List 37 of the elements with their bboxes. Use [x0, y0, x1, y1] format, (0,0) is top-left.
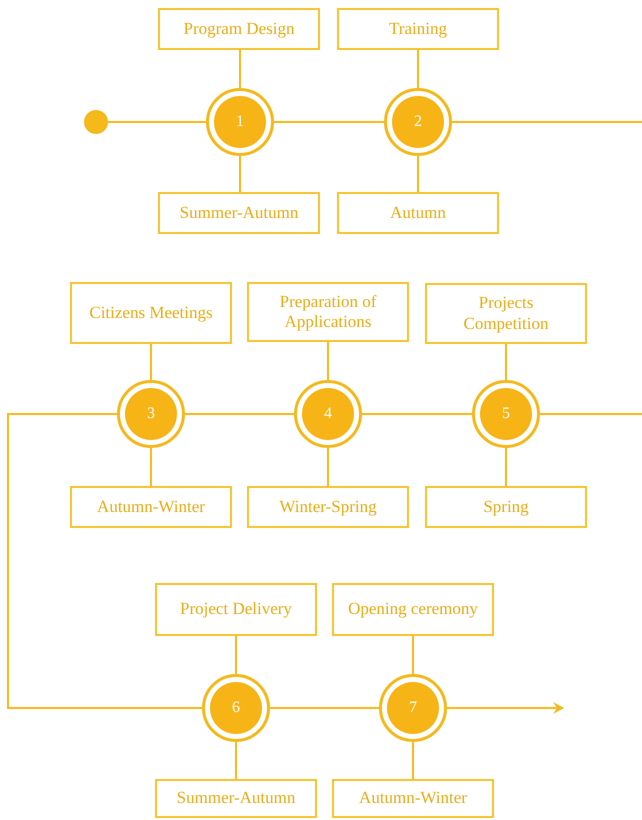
- connector-line: [274, 121, 384, 123]
- connector-line: [150, 344, 152, 380]
- connector-line: [185, 413, 294, 415]
- connector-line: [417, 50, 419, 88]
- connector-line: [108, 121, 206, 123]
- label-box: Opening ceremony: [332, 583, 494, 636]
- label-box: Project Delivery: [155, 583, 317, 636]
- connector-line: [239, 50, 241, 88]
- connector-line: [540, 413, 642, 415]
- connector-line: [412, 636, 414, 674]
- connector-line: [452, 121, 642, 123]
- connector-line: [235, 636, 237, 674]
- arrow: [447, 702, 564, 714]
- label-box: Autumn-Winter: [332, 779, 494, 818]
- connector-line: [505, 448, 507, 486]
- label-box: Winter-Spring: [247, 486, 409, 528]
- connector-line: [270, 707, 379, 709]
- label-box: Autumn: [337, 192, 499, 234]
- connector-line: [327, 448, 329, 486]
- label-box: Preparation of Applications: [247, 282, 409, 342]
- label-box: Training: [337, 8, 499, 50]
- connector-line: [362, 413, 472, 415]
- label-box: Projects Competition: [425, 283, 587, 344]
- connector-line: [239, 156, 241, 192]
- connector-line: [327, 342, 329, 380]
- label-box: Citizens Meetings: [70, 282, 232, 344]
- connector-line: [150, 448, 152, 486]
- connector-line: [412, 742, 414, 779]
- label-box: Autumn-Winter: [70, 486, 232, 528]
- connector-line: [417, 156, 419, 192]
- connector-line: [505, 344, 507, 380]
- connector-line: [235, 742, 237, 779]
- label-box: Spring: [425, 486, 587, 528]
- label-box: Summer-Autumn: [155, 779, 317, 818]
- label-box: Program Design: [158, 8, 320, 50]
- connector-line: [7, 413, 202, 709]
- label-box: Summer-Autumn: [158, 192, 320, 234]
